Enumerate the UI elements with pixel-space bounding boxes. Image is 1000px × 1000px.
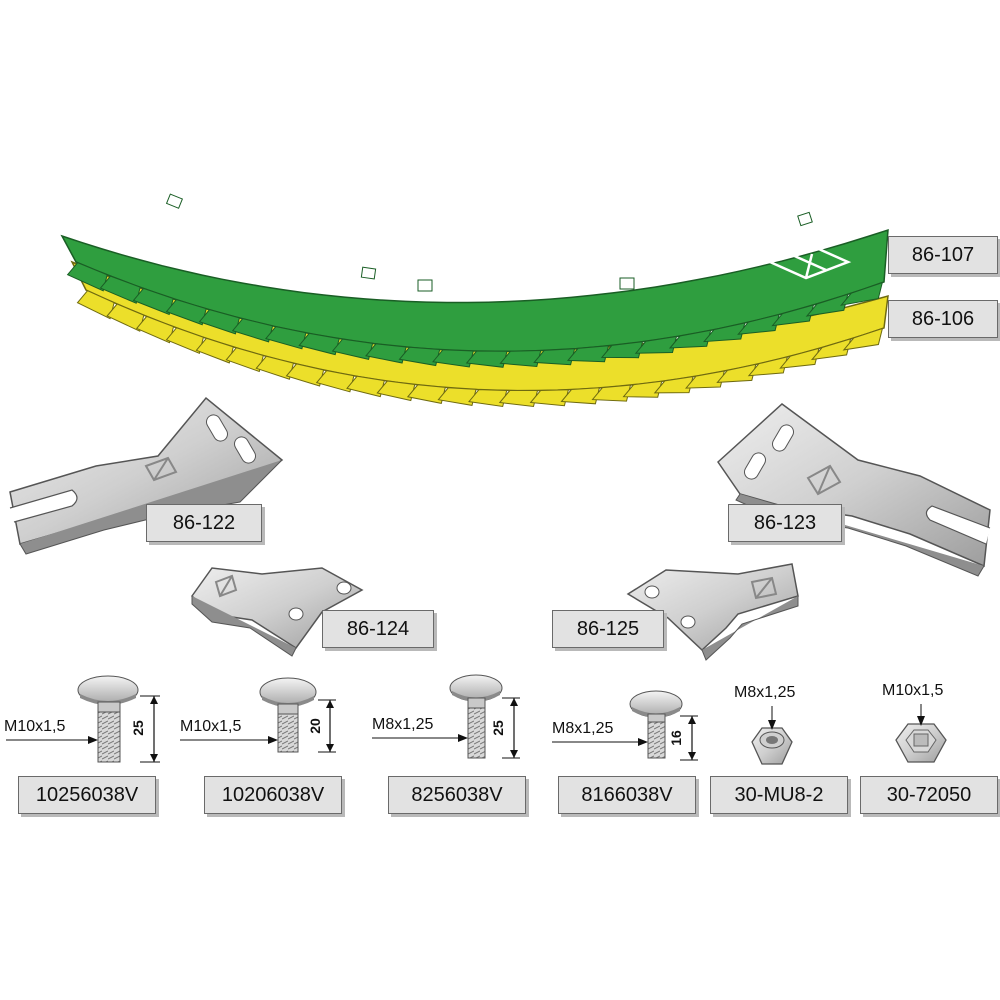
thread-size-label: M8x1,25 — [552, 720, 614, 737]
part-label-86-123: 86-123 — [728, 504, 842, 542]
part-label-30-72050: 30-72050 — [860, 776, 998, 814]
blade-tooth — [135, 315, 175, 344]
blade-tooth — [779, 347, 820, 369]
blade-tooth — [298, 332, 340, 356]
blade-tooth — [499, 349, 542, 368]
blade-tooth — [285, 363, 325, 387]
blade-tooth — [106, 303, 145, 332]
blade-tooth — [716, 363, 757, 383]
blade-tooth — [165, 299, 207, 326]
part-label-86-106: 86-106 — [888, 300, 998, 338]
blade-tooth — [255, 355, 295, 380]
part-label-86-124: 86-124 — [322, 610, 434, 648]
nut-30-72050 — [895, 704, 947, 763]
part-label-30-MU8-2: 30-MU8-2 — [710, 776, 848, 814]
part-label-8166038V: 8166038V — [558, 776, 696, 814]
plate-86-125 — [626, 563, 799, 661]
blade-tooth — [432, 349, 474, 368]
plate-86-124 — [191, 567, 364, 657]
brand-logo-icon — [214, 574, 238, 598]
green-blade-teeth — [66, 262, 884, 368]
blade-tooth — [600, 341, 644, 359]
part-label-86-107: 86-107 — [888, 236, 998, 274]
blade-tooth — [465, 350, 508, 368]
blade-tooth — [468, 389, 508, 408]
blade-tooth — [76, 290, 115, 320]
blade-tooth — [398, 346, 441, 367]
blade-tooth — [533, 348, 576, 366]
blade-tooth — [365, 343, 407, 364]
blade-tooth — [198, 309, 241, 335]
thread-size-label: M10x1,5 — [180, 718, 242, 735]
blade-tooth — [653, 375, 694, 394]
blade-tooth — [747, 356, 788, 377]
part-label-10256038V: 10256038V — [18, 776, 156, 814]
blade-tooth — [805, 293, 849, 317]
part-label-86-125: 86-125 — [552, 610, 664, 648]
blade-tooth — [560, 387, 601, 405]
blade-tooth — [529, 389, 570, 407]
brand-logo-icon — [750, 576, 778, 600]
blade-tooth — [566, 345, 610, 363]
blade-tooth — [437, 387, 477, 406]
blade-tooth — [346, 375, 385, 398]
blade-tooth — [225, 347, 264, 373]
blade-tooth — [622, 380, 663, 398]
blade-86-106 — [70, 260, 889, 408]
nut-30-MU8-2 — [751, 706, 793, 765]
yellow-blade-teeth — [76, 290, 884, 408]
blade-tooth — [634, 335, 678, 354]
bolt-10206038V — [180, 677, 336, 753]
blade-tooth — [331, 338, 374, 360]
holder-86-123 — [717, 403, 991, 577]
blade-tooth — [591, 384, 632, 402]
plate-right-body — [626, 563, 799, 652]
blade-tooth — [315, 370, 355, 393]
part-label-10206038V: 10206038V — [204, 776, 342, 814]
blade-tooth — [737, 313, 780, 335]
blade-tooth — [840, 281, 884, 306]
thread-size-label: M10x1,5 — [882, 682, 944, 699]
blade-tooth — [132, 287, 174, 316]
bolt-length-label: 20 — [306, 718, 323, 734]
bolt-8166038V — [552, 690, 698, 761]
brand-logo-icon — [766, 244, 852, 280]
blade-tooth — [842, 327, 884, 351]
blade-86-107 — [60, 193, 889, 368]
blade-tooth — [771, 304, 815, 327]
blade-mounting-holes — [165, 193, 813, 292]
blade-tooth — [406, 384, 446, 404]
blade-tooth — [702, 322, 746, 343]
part-label-86-122: 86-122 — [146, 504, 262, 542]
thread-size-label: M8x1,25 — [372, 716, 434, 733]
brand-logo-icon — [144, 456, 178, 482]
bolt-10256038V — [6, 675, 160, 763]
blade-tooth — [668, 329, 712, 349]
blade-tooth — [165, 327, 204, 354]
blade-tooth — [810, 338, 852, 361]
blade-tooth — [195, 337, 234, 364]
blade-tooth — [376, 380, 416, 402]
bolt-length-label: 16 — [667, 730, 684, 746]
blade-tooth — [498, 390, 539, 408]
blade-tooth — [231, 318, 274, 343]
thread-size-label: M10x1,5 — [4, 718, 66, 735]
bolt-length-label: 25 — [129, 720, 146, 736]
thread-size-label: M8x1,25 — [734, 684, 796, 701]
bolt-length-label: 25 — [489, 720, 506, 736]
blade-tooth — [66, 262, 108, 292]
blade-tooth — [99, 275, 141, 304]
part-label-8256038V: 8256038V — [388, 776, 526, 814]
brand-logo-icon — [806, 464, 842, 496]
bolt-8256038V — [372, 674, 520, 759]
blade-tooth — [265, 326, 307, 350]
blade-tooth — [685, 370, 725, 389]
